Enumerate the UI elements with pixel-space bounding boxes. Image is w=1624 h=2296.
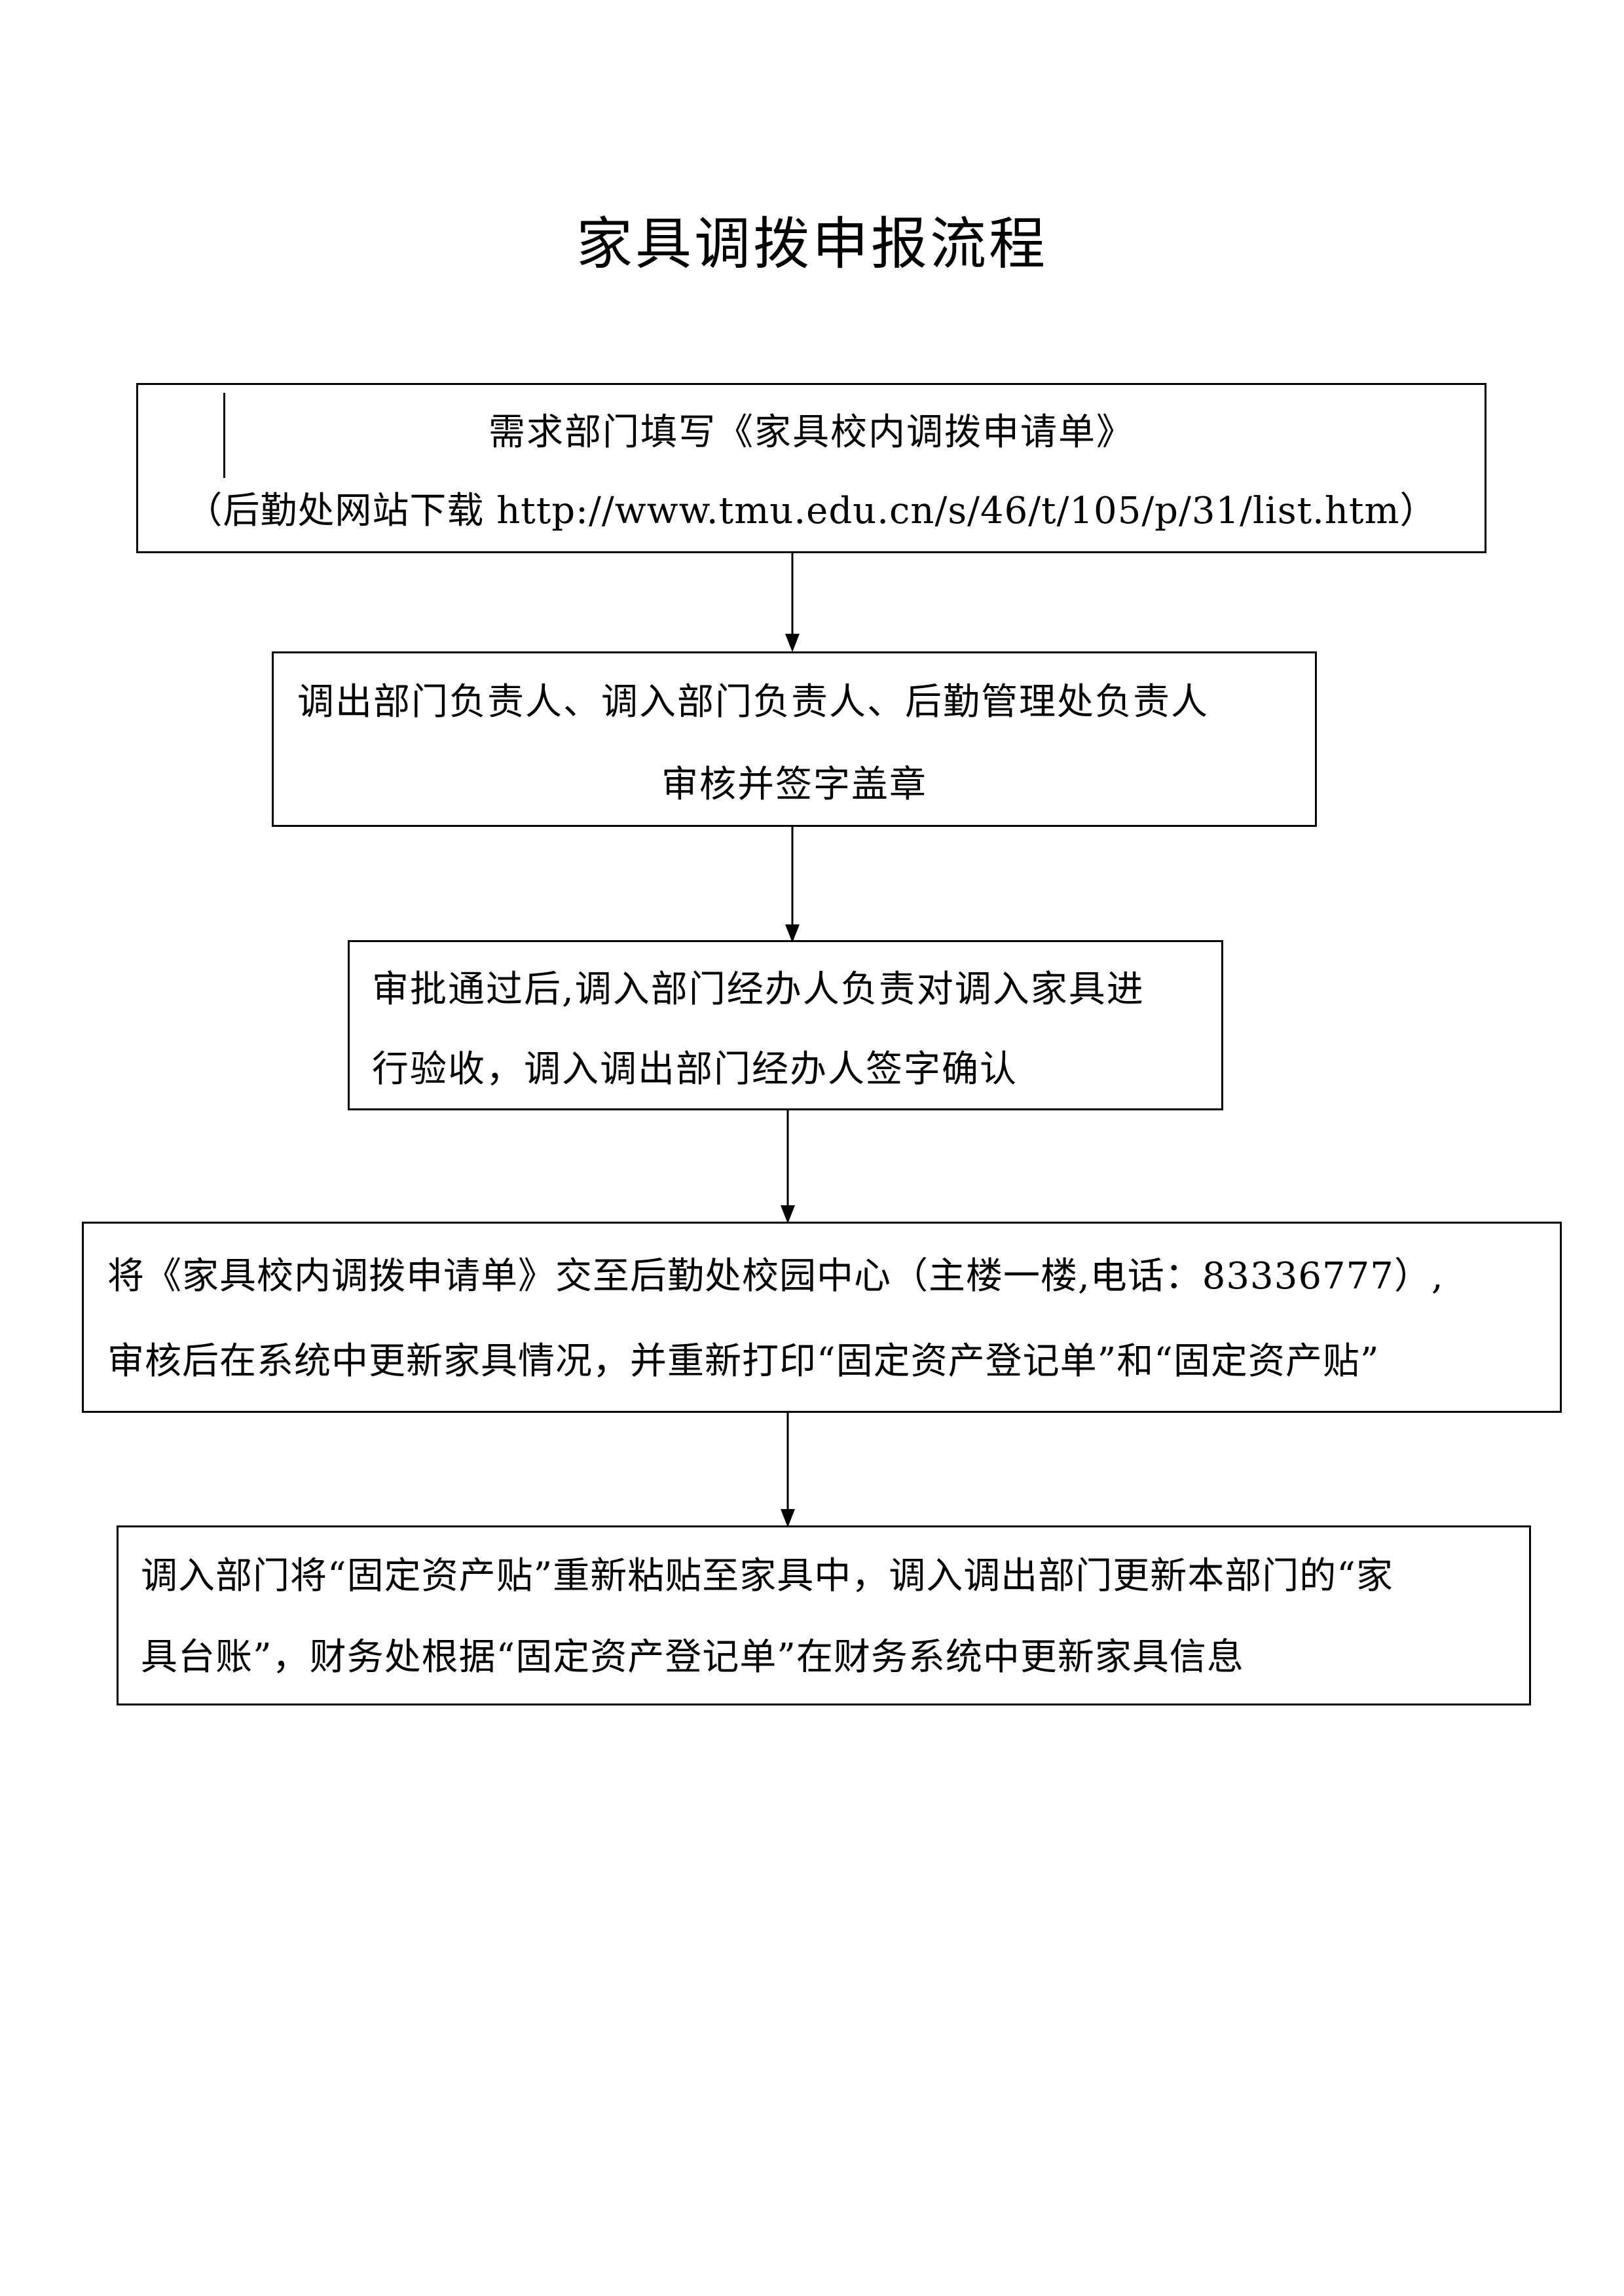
page-title: 家具调拨申报流程 bbox=[576, 211, 1048, 277]
flow-step-5-line-1: 调入部门将“固定资产贴”重新粘贴至家具中，调入调出部门更新本部门的“家 bbox=[141, 1555, 1393, 1597]
flow-step-5: 调入部门将“固定资产贴”重新粘贴至家具中，调入调出部门更新本部门的“家 具台账”… bbox=[117, 1525, 1531, 1705]
flow-step-1-line-2: （后勤处网站下载 http://www.tmu.edu.cn/s/46/t/10… bbox=[185, 490, 1437, 532]
flow-step-3-line-1: 审批通过后,调入部门经办人负责对调入家具进 bbox=[372, 968, 1145, 1011]
flow-step-4-line-2: 审核后在系统中更新家具情况，并重新打印“固定资产登记单”和“固定资产贴” bbox=[107, 1340, 1380, 1383]
flow-arrow-2 bbox=[785, 826, 800, 943]
flow-step-3: 审批通过后,调入部门经办人负责对调入家具进 行验收，调入调出部门经办人签字确认 bbox=[348, 940, 1223, 1110]
flow-step-4: 将《家具校内调拨申请单》交至后勤处校园中心（主楼一楼,电话：83336777）,… bbox=[82, 1222, 1562, 1413]
flow-step-1: 需求部门填写《家具校内调拨申请单》 （后勤处网站下载 http://www.tm… bbox=[136, 383, 1486, 553]
flow-step-5-line-2: 具台账”，财务处根据“固定资产登记单”在财务系统中更新家具信息 bbox=[141, 1636, 1244, 1679]
flow-step-2: 调出部门负责人、调入部门负责人、后勤管理处负责人 审核并签字盖章 bbox=[272, 651, 1317, 827]
flow-step-3-line-2: 行验收，调入调出部门经办人签字确认 bbox=[372, 1048, 1018, 1091]
flow-arrow-1 bbox=[785, 552, 800, 652]
flow-arrow-4 bbox=[781, 1412, 795, 1527]
text-cursor-bar bbox=[223, 393, 225, 478]
flow-step-1-line-1: 需求部门填写《家具校内调拨申请单》 bbox=[489, 411, 1134, 454]
flow-step-2-line-1: 调出部门负责人、调入部门负责人、后勤管理处负责人 bbox=[297, 681, 1209, 723]
flow-step-2-line-2: 审核并签字盖章 bbox=[661, 763, 927, 806]
flow-step-4-line-1: 将《家具校内调拨申请单》交至后勤处校园中心（主楼一楼,电话：83336777）, bbox=[107, 1255, 1444, 1298]
flow-arrow-3 bbox=[781, 1109, 795, 1224]
